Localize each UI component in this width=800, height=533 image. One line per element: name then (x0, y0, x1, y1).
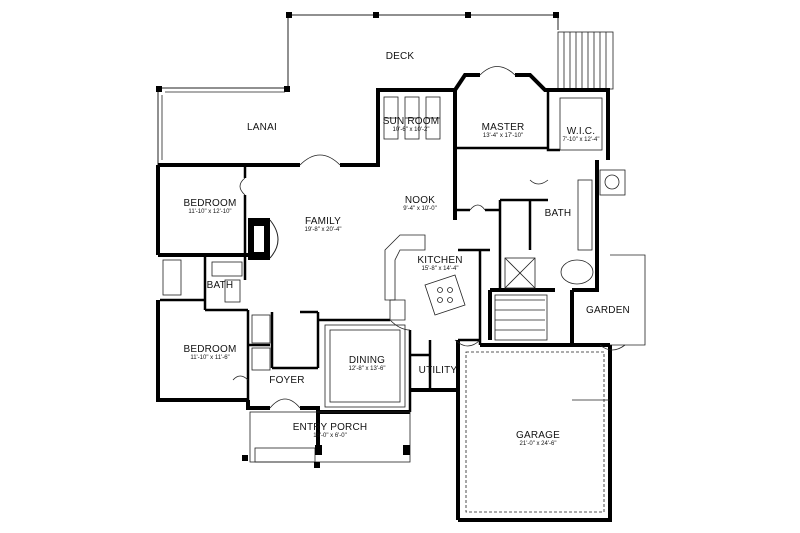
room-dims: 11'-10" x 11'-6" (190, 355, 230, 361)
room-label-garage: GARAGE 21'-0" x 24'-6" (500, 430, 576, 448)
room-label-garden: GARDEN (580, 305, 636, 316)
room-dims: 11'-10" x 12'-10" (188, 209, 232, 215)
room-label-master: MASTER 13'-4" x 17'-10" (468, 122, 538, 140)
room-label-bedroom-1: BEDROOM 11'-10" x 12'-10" (172, 198, 248, 216)
deck-stairs (557, 31, 614, 90)
room-dims: 9'-4" x 10'-0" (403, 206, 437, 212)
room-label-foyer: FOYER (262, 375, 312, 386)
fireplace (248, 218, 279, 260)
room-label-wic: W.I.C. 7'-10" x 12'-4" (553, 126, 609, 144)
room-dims: 15'-8" x 14'-4" (421, 266, 459, 272)
room-dims: 19'-8" x 20'-4" (304, 227, 342, 233)
room-label-utility: UTILITY (416, 365, 460, 376)
room-name: BATH (544, 208, 572, 219)
room-dims: 18'-0" x 6'-0" (313, 433, 347, 439)
room-name: DECK (385, 51, 415, 62)
room-name: ENTRY PORCH (292, 422, 368, 433)
room-name: NOOK (404, 195, 436, 206)
room-name: LANAI (247, 122, 277, 133)
room-label-lanai: LANAI (232, 122, 292, 133)
room-dims: 7'-10" x 12'-4" (562, 137, 600, 143)
room-name: W.I.C. (566, 126, 596, 137)
room-name: MASTER (481, 122, 525, 133)
room-dims: 10'-6" x 10'-2" (392, 127, 430, 133)
room-label-dining: DINING 12'-8" x 13'-6" (332, 355, 402, 373)
room-name: GARDEN (586, 305, 630, 316)
room-name: BEDROOM (183, 198, 237, 209)
room-name: FAMILY (304, 216, 342, 227)
room-label-deck: DECK (370, 51, 430, 62)
room-label-family: FAMILY 19'-8" x 20'-4" (288, 216, 358, 234)
room-dims: 21'-0" x 24'-6" (519, 441, 557, 447)
room-name: GARAGE (516, 430, 560, 441)
room-label-bath-master: BATH (538, 208, 578, 219)
room-label-entry-porch: ENTRY PORCH 18'-0" x 6'-0" (290, 422, 370, 440)
room-name: FOYER (269, 375, 305, 386)
room-name: KITCHEN (417, 255, 463, 266)
room-label-kitchen: KITCHEN 15'-8" x 14'-4" (405, 255, 475, 273)
room-label-nook: NOOK 9'-4" x 10'-0" (395, 195, 445, 213)
room-label-bedroom-2: BEDROOM 11'-10" x 11'-6" (172, 344, 248, 362)
room-name: SUN ROOM (382, 116, 440, 127)
room-label-sunroom: SUN ROOM 10'-6" x 10'-2" (376, 116, 446, 134)
room-dims: 13'-4" x 17'-10" (482, 133, 524, 139)
exterior-walls (156, 73, 612, 522)
room-name: DINING (348, 355, 386, 366)
room-label-bath-hall: BATH (200, 280, 240, 291)
room-name: UTILITY (418, 365, 458, 376)
deck-posts (156, 12, 559, 92)
deck-outline (157, 14, 559, 165)
windows-and-fixtures (161, 66, 646, 513)
room-name: BEDROOM (183, 344, 237, 355)
room-name: BATH (206, 280, 234, 291)
interior-walls (160, 90, 560, 412)
room-dims: 12'-8" x 13'-6" (348, 366, 386, 372)
garage-posts (242, 445, 410, 468)
